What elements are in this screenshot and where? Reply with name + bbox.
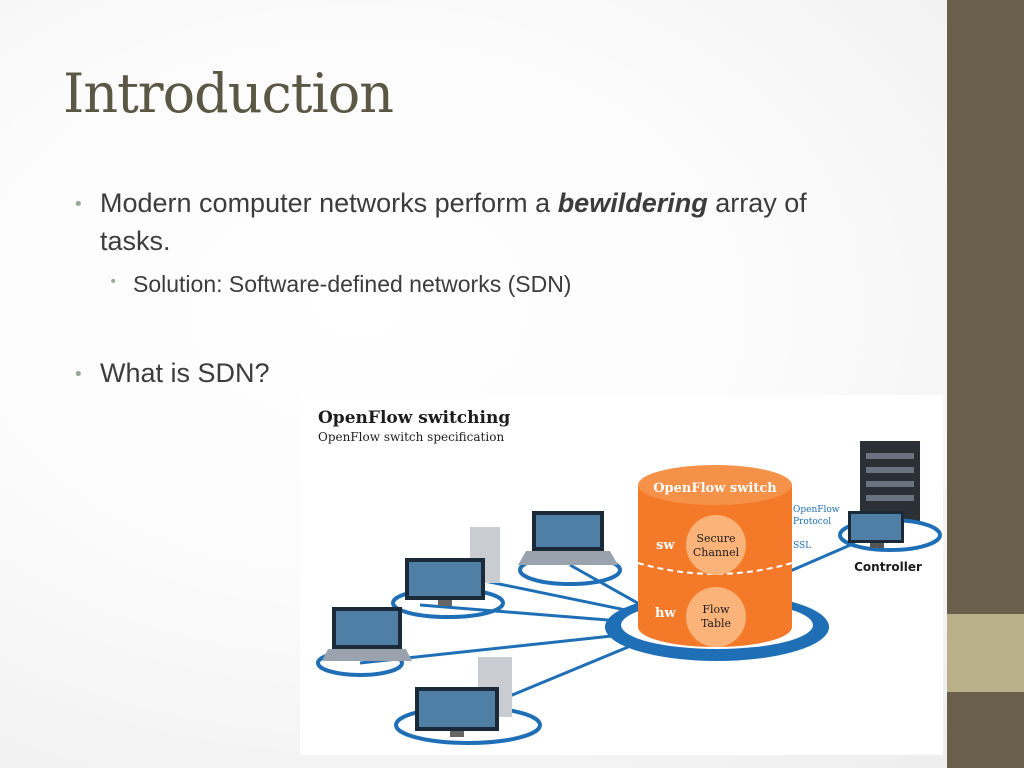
secure-channel-line1: Secure	[696, 532, 735, 545]
protocol-label-line1: OpenFlow	[793, 505, 840, 515]
bullet-dot: •	[73, 194, 84, 215]
protocol-label-line2: Protocol	[793, 517, 831, 527]
sw-label: sw	[656, 538, 675, 553]
flow-table-circle	[686, 587, 746, 647]
openflow-diagram: OpenFlow switching OpenFlow switch speci…	[300, 395, 943, 755]
flow-table-line2: Table	[701, 617, 731, 630]
laptop-icon	[518, 511, 618, 565]
sub-bullet-solution: Solution: Software-defined networks (SDN…	[133, 271, 572, 297]
bullet-text-prefix: Modern computer networks perform a	[100, 188, 558, 218]
bullet-what-is-sdn: What is SDN?	[100, 358, 270, 388]
secure-channel-circle	[686, 515, 746, 575]
secure-channel-line2: Channel	[693, 546, 740, 559]
laptop-icon	[322, 607, 412, 661]
bullet-modern-networks: Modern computer networks perform a bewil…	[100, 184, 880, 260]
diagram-subtitle: OpenFlow switch specification	[318, 430, 504, 444]
desktop-computer-icon	[848, 511, 904, 548]
slide-title: Introduction	[63, 62, 394, 125]
flow-table-line1: Flow	[702, 603, 730, 616]
sub-bullet-dot: •	[109, 274, 118, 290]
desktop-computer-icon	[415, 657, 512, 737]
sidebar-dark-bottom	[947, 692, 1024, 768]
sidebar-light-band	[947, 614, 1024, 692]
sidebar-dark-top	[947, 0, 1024, 614]
hw-label: hw	[655, 606, 676, 621]
desktop-computer-icon	[405, 527, 500, 606]
bullet-text-suffix: array of tasks.	[100, 188, 807, 256]
bullet-emphasis: bewildering	[557, 188, 708, 218]
bullet-dot: •	[73, 364, 84, 385]
ssl-label: SSL	[793, 541, 811, 551]
switch-label: OpenFlow switch	[653, 481, 777, 496]
server-rack-icon	[860, 441, 920, 521]
controller-label: Controller	[854, 560, 922, 574]
diagram-title: OpenFlow switching	[318, 408, 510, 428]
